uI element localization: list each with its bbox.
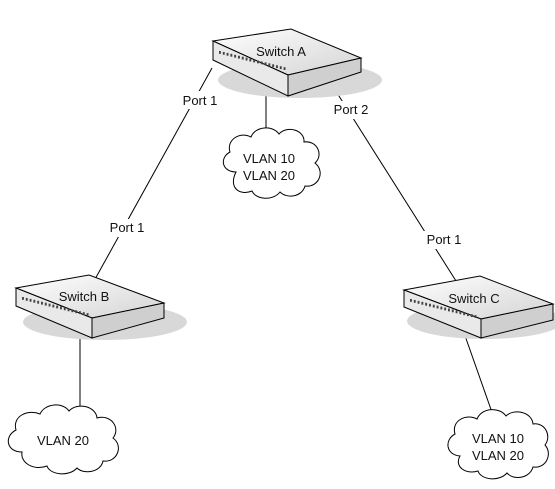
port-label-b-port1: Port 1 xyxy=(110,220,145,235)
port-label-a-port2: Port 2 xyxy=(334,102,369,117)
link-a-c xyxy=(331,84,464,293)
cloud-vlan-c: VLAN 10 VLAN 20 xyxy=(447,409,549,480)
switch-b[interactable]: Switch B xyxy=(14,274,187,340)
port-label-a-port1: Port 1 xyxy=(183,93,218,108)
cloud-vlan-b-line-1: VLAN 20 xyxy=(37,433,89,448)
cloud-vlan-b: VLAN 20 xyxy=(7,404,119,475)
switch-a-label: Switch A xyxy=(256,44,306,59)
switch-b-label: Switch B xyxy=(59,289,110,304)
cloud-vlan-a-line-1: VLAN 10 xyxy=(243,151,295,166)
switch-c[interactable]: Switch C xyxy=(402,275,555,339)
cloud-vlan-a: VLAN 10 VLAN 20 xyxy=(222,127,321,199)
cloud-vlan-c-line-1: VLAN 10 xyxy=(472,431,524,446)
link-c-cloud xyxy=(462,329,495,419)
switch-a[interactable]: Switch A xyxy=(211,28,382,98)
cloud-vlan-a-line-2: VLAN 20 xyxy=(243,168,295,183)
switch-c-label: Switch C xyxy=(448,291,499,306)
cloud-vlan-c-line-2: VLAN 20 xyxy=(472,448,524,463)
port-label-c-port1: Port 1 xyxy=(427,232,462,247)
